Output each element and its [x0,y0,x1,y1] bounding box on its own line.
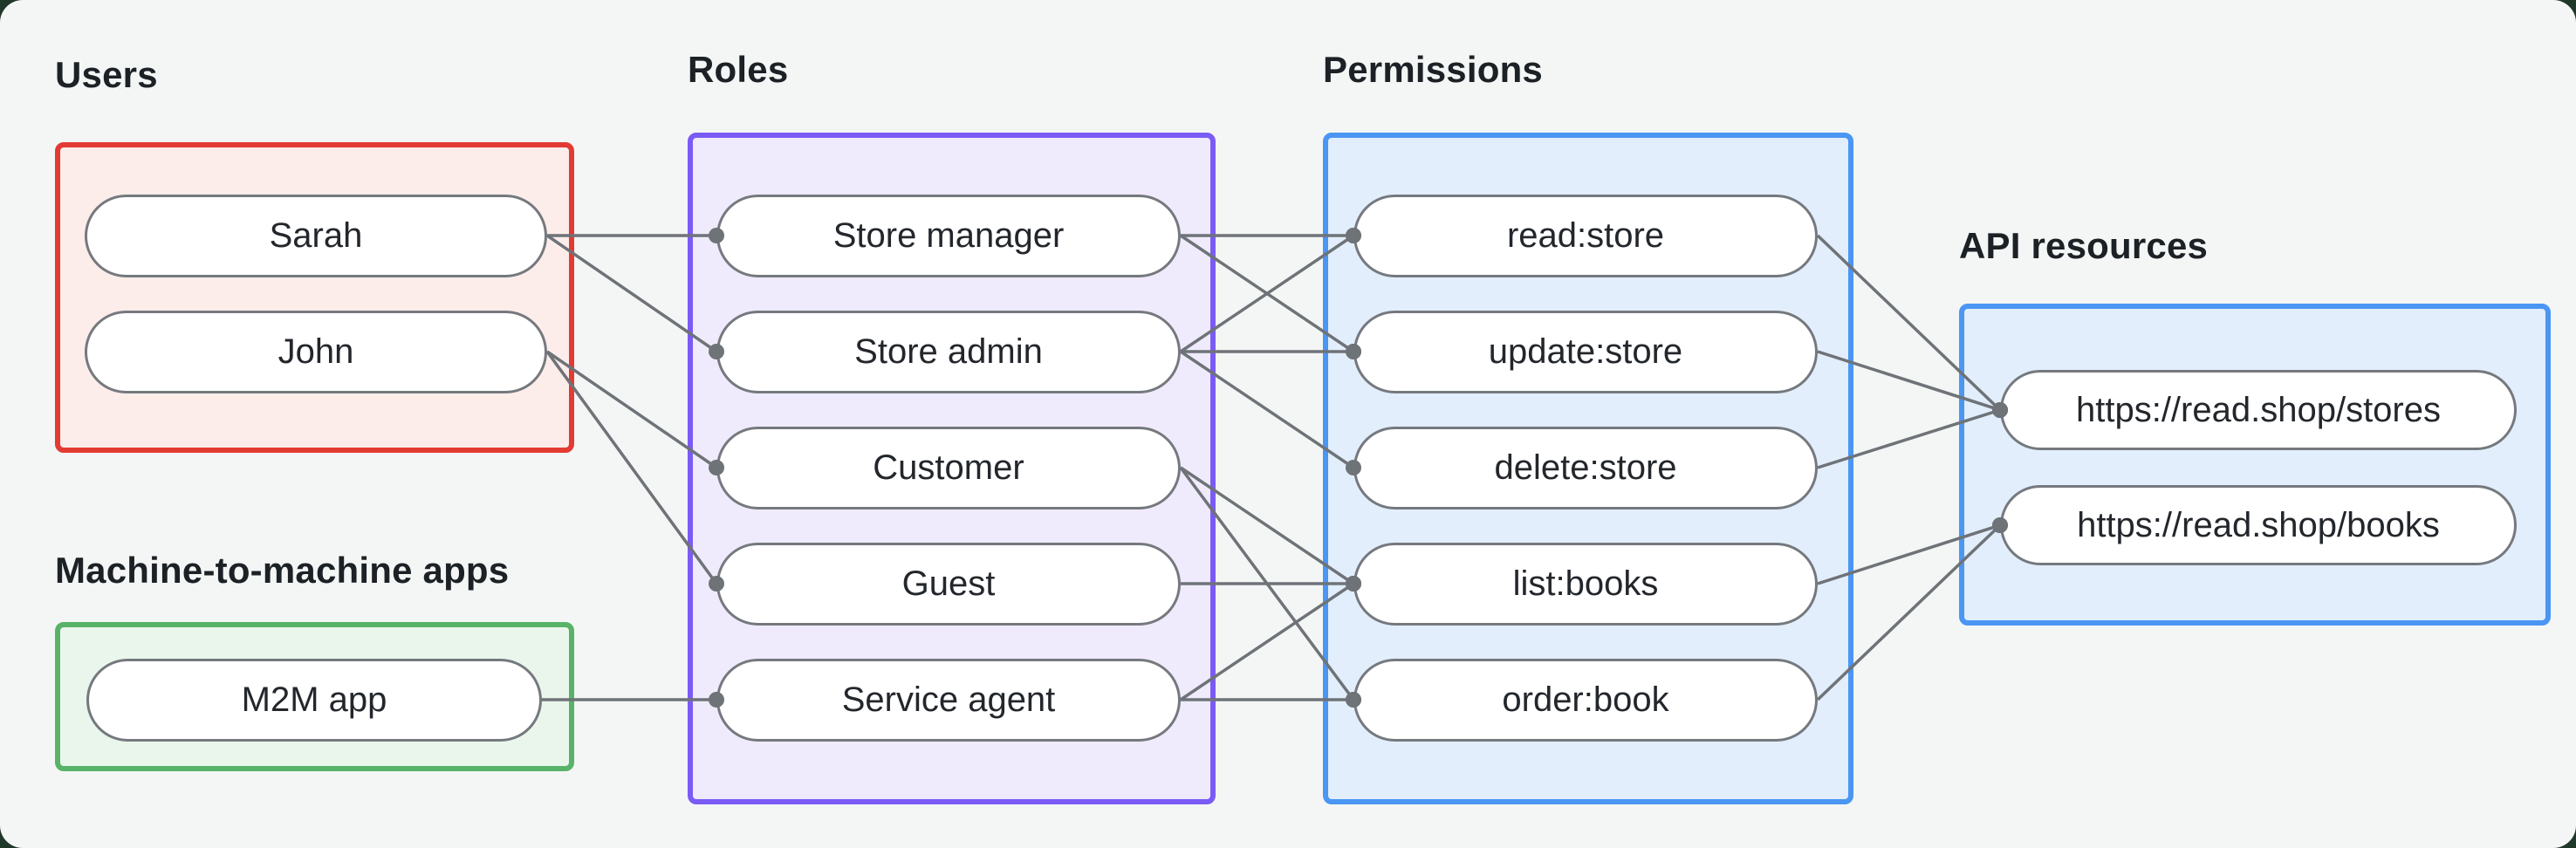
node-label-m2m_app: M2M app [241,680,387,719]
node-label-read_store: read:store [1506,215,1665,255]
node-read_store: read:store [1353,194,1818,277]
group-box-api [1959,304,2551,626]
node-update_store: update:store [1353,310,1818,393]
node-label-service_agent: Service agent [841,680,1056,719]
node-label-store_manager: Store manager [832,215,1065,255]
node-m2m_app: M2M app [86,658,542,742]
node-john: John [85,310,547,393]
node-label-order_book: order:book [1502,680,1669,719]
node-label-update_store: update:store [1488,332,1683,371]
group-label-users: Users [55,54,158,95]
group-label-roles: Roles [688,49,789,90]
group-label-m2m: Machine-to-machine apps [55,550,510,591]
node-label-delete_store: delete:store [1494,448,1677,487]
node-label-sarah: Sarah [269,215,363,255]
node-label-customer: Customer [873,448,1024,487]
group-label-permissions: Permissions [1323,49,1543,90]
node-store_manager: Store manager [716,194,1181,277]
node-books_api: https://read.shop/books [2000,485,2517,565]
node-label-store_admin: Store admin [854,332,1043,371]
node-sarah: Sarah [85,194,547,277]
node-service_agent: Service agent [716,658,1181,742]
node-customer: Customer [716,426,1181,509]
node-label-books_api: https://read.shop/books [2077,505,2440,544]
group-box-users [55,142,574,453]
node-label-list_books: list:books [1512,564,1659,603]
node-label-john: John [277,332,354,371]
node-store_admin: Store admin [716,310,1181,393]
group-label-api: API resources [1959,225,2209,266]
node-order_book: order:book [1353,658,1818,742]
node-delete_store: delete:store [1353,426,1818,509]
node-guest: Guest [716,542,1181,626]
node-stores_api: https://read.shop/stores [2000,370,2517,450]
node-label-stores_api: https://read.shop/stores [2075,390,2441,429]
node-list_books: list:books [1353,542,1818,626]
node-label-guest: Guest [901,564,996,603]
